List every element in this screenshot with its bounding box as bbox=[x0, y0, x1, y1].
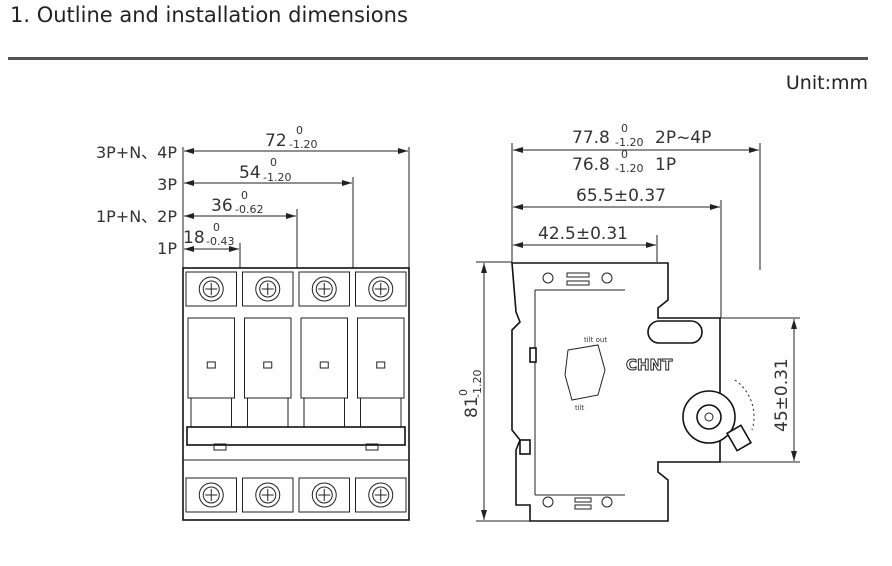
svg-text:-1.20: -1.20 bbox=[471, 370, 484, 398]
screw-icon bbox=[202, 486, 220, 504]
svg-text:-1.20: -1.20 bbox=[615, 162, 643, 175]
screw-icon bbox=[198, 482, 224, 508]
unit-label: Unit:mm bbox=[785, 72, 868, 94]
screw-icon bbox=[311, 276, 337, 302]
svg-text:1P: 1P bbox=[655, 155, 676, 175]
svg-text:0: 0 bbox=[296, 124, 303, 137]
bottom-terminal bbox=[242, 477, 294, 513]
screw-slot bbox=[205, 283, 218, 295]
dim-18: 18 bbox=[183, 228, 205, 248]
bottom-terminal bbox=[185, 477, 237, 513]
svg-text:-0.62: -0.62 bbox=[235, 203, 263, 216]
breaker-front-view bbox=[182, 267, 410, 521]
indicator-window bbox=[376, 361, 386, 369]
tilt-label: tilt bbox=[575, 404, 585, 412]
screw-icon bbox=[259, 280, 277, 298]
screw-icon bbox=[372, 280, 390, 298]
label-1p: 1P bbox=[157, 239, 177, 258]
svg-text:0: 0 bbox=[457, 389, 470, 396]
top-terminal bbox=[355, 271, 407, 307]
dim-45: 45±0.31 bbox=[772, 358, 792, 432]
screw-icon bbox=[315, 280, 333, 298]
top-terminal bbox=[242, 271, 294, 307]
handle-tie-bar bbox=[186, 426, 406, 446]
screw-icon bbox=[368, 276, 394, 302]
bottom-terminal bbox=[355, 477, 407, 513]
screw-icon bbox=[368, 482, 394, 508]
svg-text:-1.20: -1.20 bbox=[289, 138, 317, 151]
screw-icon bbox=[255, 276, 281, 302]
svg-text:0: 0 bbox=[270, 156, 277, 169]
screw-slot bbox=[318, 489, 331, 501]
tie-clip bbox=[213, 443, 227, 451]
screw-slot bbox=[205, 489, 218, 501]
label-4p: 3P+N、4P bbox=[96, 143, 177, 162]
svg-text:-1.20: -1.20 bbox=[615, 136, 643, 149]
dim-42-5: 42.5±0.31 bbox=[538, 224, 628, 244]
label-2p: 1P+N、2P bbox=[96, 207, 177, 226]
breaker-side-view: tilt out tilt CHNT bbox=[511, 262, 755, 522]
svg-text:0: 0 bbox=[621, 148, 628, 161]
screw-slot bbox=[261, 283, 274, 295]
dim-77-8: 77.8 bbox=[572, 128, 610, 148]
svg-text:0: 0 bbox=[213, 221, 220, 234]
dim-65-5: 65.5±0.37 bbox=[576, 186, 666, 206]
svg-text:-1.20: -1.20 bbox=[263, 171, 291, 184]
brand-logo: CHNT bbox=[626, 356, 673, 374]
screw-slot bbox=[318, 283, 331, 295]
dim-72: 72 bbox=[265, 131, 287, 151]
top-terminal bbox=[298, 271, 350, 307]
dim-76-8: 76.8 bbox=[572, 155, 610, 175]
svg-text:2P~4P: 2P~4P bbox=[655, 128, 711, 148]
screw-icon bbox=[372, 486, 390, 504]
svg-text:-0.43: -0.43 bbox=[206, 235, 234, 248]
screw-slot bbox=[261, 489, 274, 501]
tilt-out-label: tilt out bbox=[584, 336, 607, 344]
divider bbox=[8, 57, 868, 60]
top-terminal bbox=[185, 271, 237, 307]
screw-icon bbox=[255, 482, 281, 508]
svg-text:0: 0 bbox=[241, 189, 248, 202]
dim-81: 81 bbox=[462, 396, 482, 418]
tie-clip bbox=[365, 443, 379, 451]
screw-icon bbox=[259, 486, 277, 504]
svg-text:0: 0 bbox=[621, 122, 628, 135]
indicator-window bbox=[263, 361, 273, 369]
side-dimensions: 77.8 0 -1.20 2P~4P 76.8 0 -1.20 1P 65.5±… bbox=[457, 122, 800, 522]
front-dimensions: 3P+N、4P 3P 1P+N、2P 1P 72 0 -1.20 54 0 -1… bbox=[96, 124, 410, 270]
screw-slot bbox=[374, 283, 387, 295]
screw-icon bbox=[198, 276, 224, 302]
dim-36: 36 bbox=[211, 196, 233, 216]
bottom-terminal bbox=[298, 477, 350, 513]
screw-icon bbox=[202, 280, 220, 298]
indicator-window bbox=[319, 361, 329, 369]
section-title: 1. Outline and installation dimensions bbox=[10, 3, 408, 27]
label-3p: 3P bbox=[157, 175, 177, 194]
indicator-window bbox=[206, 361, 216, 369]
dim-54: 54 bbox=[239, 163, 261, 183]
screw-icon bbox=[315, 486, 333, 504]
screw-icon bbox=[311, 482, 337, 508]
screw-slot bbox=[374, 489, 387, 501]
